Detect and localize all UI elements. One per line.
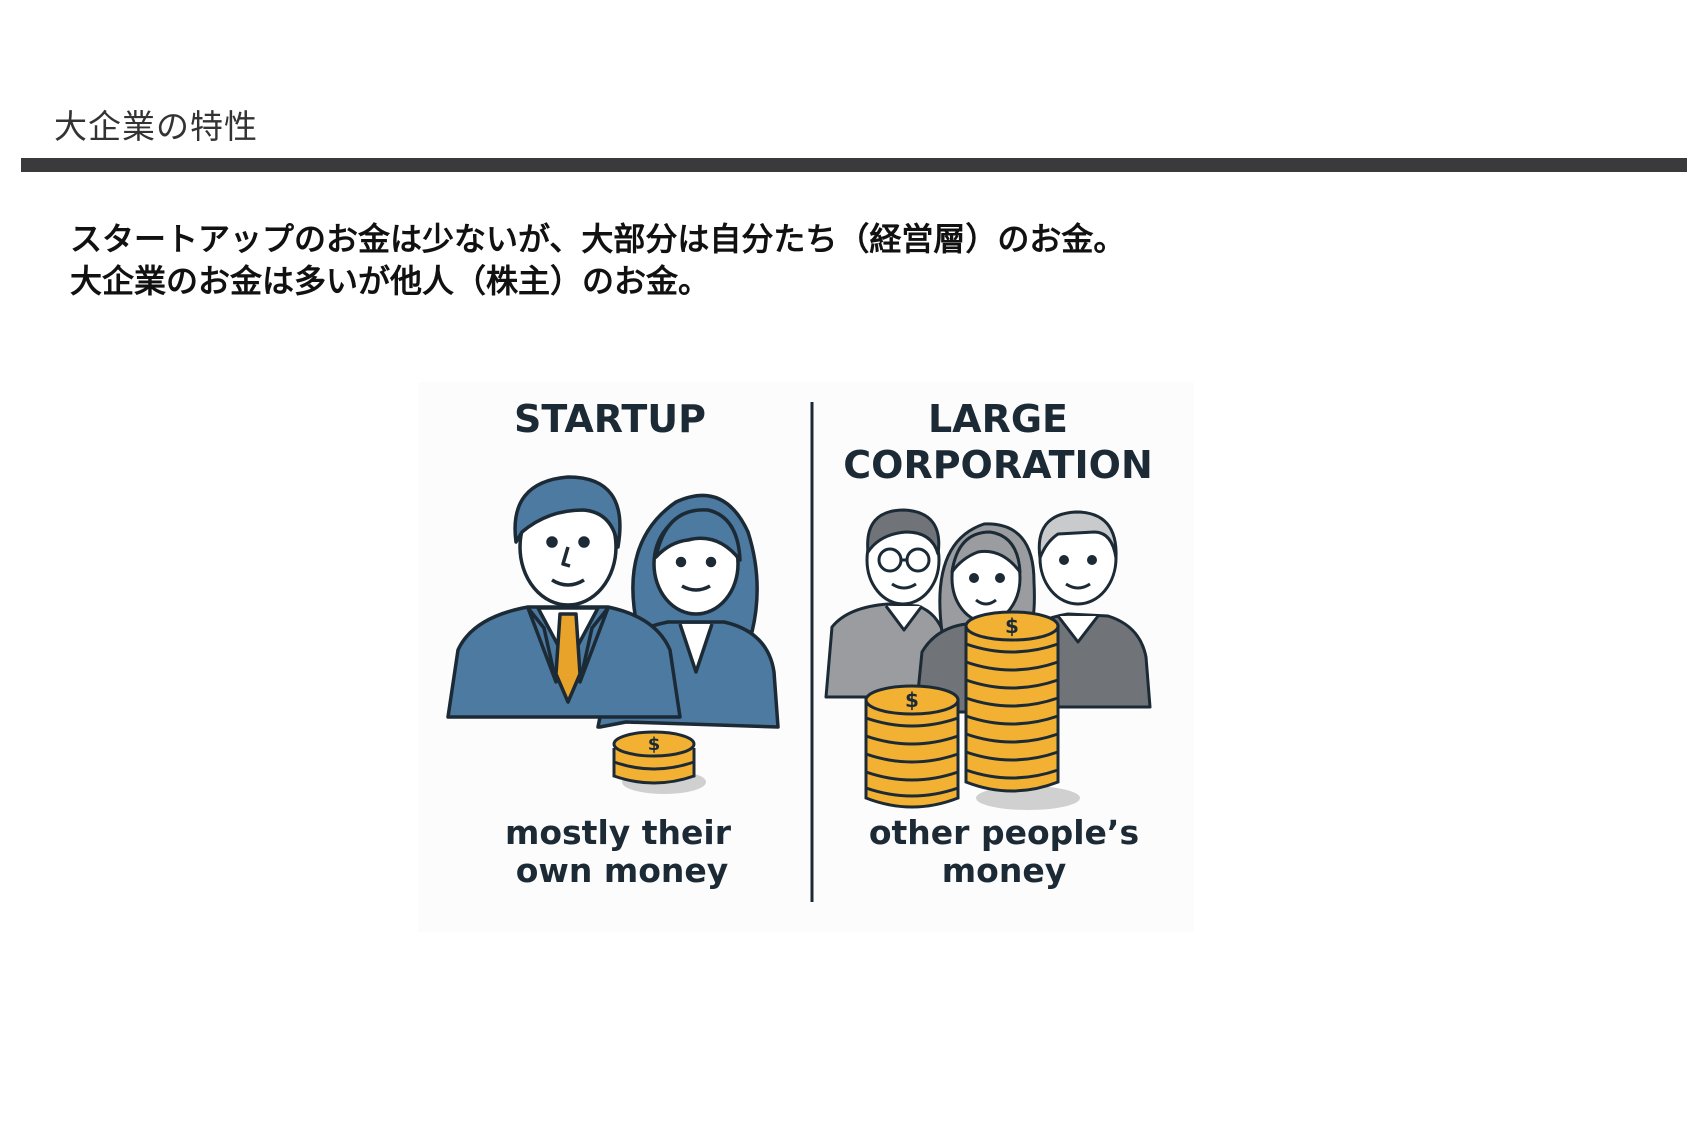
- startup-coin-stack: $: [612, 730, 706, 794]
- corporation-caption-line2: money: [942, 851, 1066, 890]
- startup-heading: STARTUP: [514, 397, 706, 441]
- corporation-coin-stack-short: $: [864, 684, 960, 809]
- corporation-tall-coin-dollar: $: [1005, 614, 1019, 638]
- illustration-svg: STARTUP $ mostly their own money LA: [446, 397, 1153, 902]
- body-line-corporation: 大企業のお金は多いが他人（株主）のお金。: [70, 262, 711, 300]
- startup-vs-corporation-illustration: STARTUP $ mostly their own money LA: [418, 382, 1194, 932]
- corporation-heading-line2: CORPORATION: [843, 443, 1153, 487]
- shareholder-glasses-icon: [824, 508, 950, 699]
- title-divider: [21, 158, 1687, 172]
- corporation-coin-stack-tall: $: [964, 610, 1080, 810]
- startup-caption-line1: mostly their: [505, 813, 732, 852]
- startup-man-icon: [446, 475, 682, 719]
- body-text: スタートアップのお金は少ないが、大部分は自分たち（経営層）のお金。 大企業のお金…: [70, 218, 1125, 302]
- body-line-startup: スタートアップのお金は少ないが、大部分は自分たち（経営層）のお金。: [70, 220, 1126, 258]
- corporation-caption-line1: other people’s: [869, 813, 1139, 852]
- page-title: 大企業の特性: [54, 107, 258, 146]
- corporation-heading-line1: LARGE: [928, 397, 1068, 441]
- corporation-short-coin-dollar: $: [905, 688, 919, 712]
- startup-coin-dollar: $: [648, 734, 661, 755]
- startup-caption-line2: own money: [516, 851, 729, 890]
